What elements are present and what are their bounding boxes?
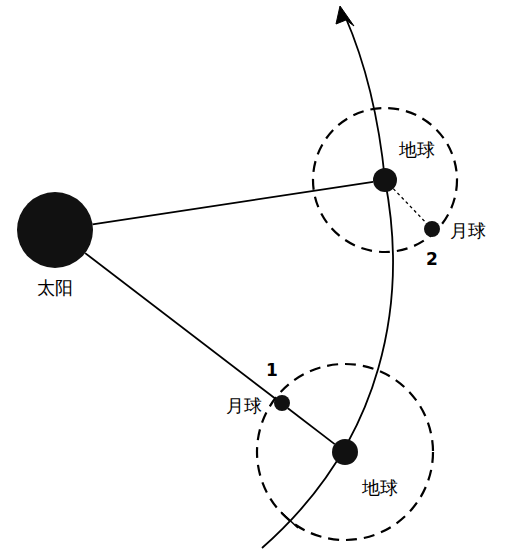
- sun-body-shape: [17, 192, 93, 268]
- earth-body-shape: [373, 168, 397, 192]
- earth-body-circle: [373, 168, 397, 192]
- line-connector: [85, 253, 275, 398]
- moon-body-shape: [274, 395, 290, 411]
- body-label: 地球: [362, 478, 398, 498]
- connector-line: [288, 408, 335, 444]
- moon-body: 月球: [274, 395, 290, 411]
- moon-orbit-upper: [313, 108, 457, 252]
- sun-body: 太阳: [17, 192, 93, 268]
- moon-orbit-lower: [257, 364, 433, 540]
- dotted-connector: [393, 189, 426, 224]
- earth-body-circle: [332, 439, 358, 465]
- earth-orbit: [262, 16, 393, 548]
- earth-body: 地球: [373, 168, 397, 192]
- line-connector: [93, 182, 374, 225]
- body-label: 月球: [450, 221, 486, 241]
- callout-number: 2: [426, 250, 438, 268]
- connector-line: [93, 182, 374, 225]
- sun-body-circle: [17, 192, 93, 268]
- earth-body: 地球: [332, 439, 358, 465]
- callout-number: 1: [266, 361, 278, 379]
- moon-body-shape: [424, 221, 440, 237]
- orbit-arrowhead: [336, 6, 354, 26]
- line-connector: [288, 408, 335, 444]
- body-label: 地球: [399, 140, 435, 160]
- connector-line: [85, 253, 275, 398]
- moon-body-circle: [424, 221, 440, 237]
- earth-body-shape: [332, 439, 358, 465]
- moon-body: 月球: [424, 221, 440, 237]
- body-label: 太阳: [37, 278, 73, 298]
- body-label: 月球: [226, 396, 262, 416]
- connector-line: [393, 189, 426, 224]
- moon-body-circle: [274, 395, 290, 411]
